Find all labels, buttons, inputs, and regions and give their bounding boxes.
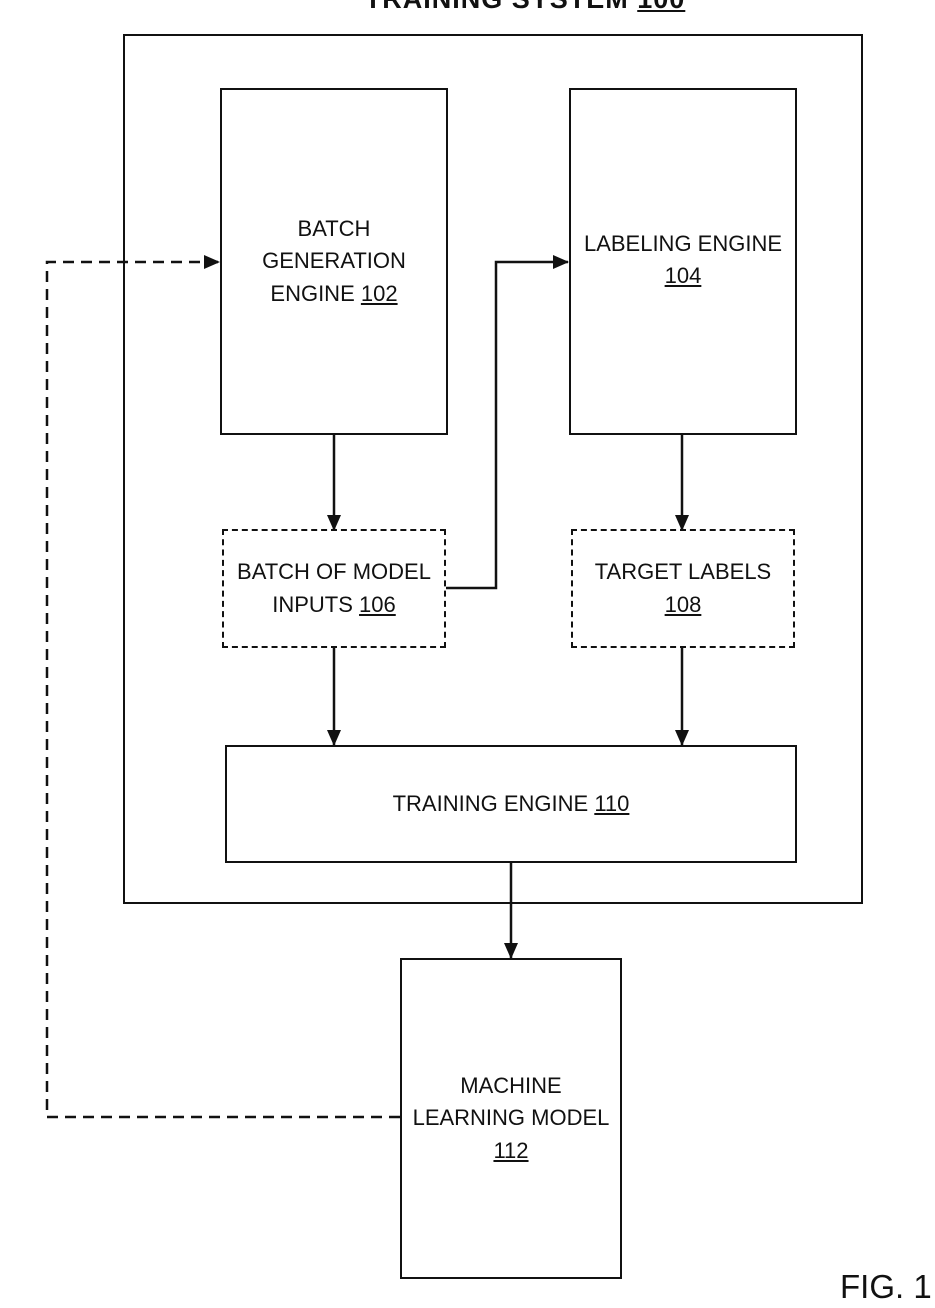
target-labels-line1: TARGET LABELS [595,556,771,588]
title-ref: 100 [637,0,685,14]
figure-label: FIG. 1 [840,1268,932,1306]
labeling-engine-line1: LABELING ENGINE [584,228,782,260]
labeling-engine-box: LABELING ENGINE 104 [569,88,797,435]
labeling-engine-ref: 104 [584,260,782,292]
batch-generation-line3: ENGINE [270,281,354,306]
machine-learning-model-box: MACHINE LEARNING MODEL 112 [400,958,622,1279]
batch-of-model-inputs-label: BATCH OF MODEL INPUTS 106 [237,556,431,620]
training-engine-ref: 110 [594,791,629,816]
machine-learning-model-ref: 112 [413,1135,610,1167]
machine-learning-model-line1: MACHINE [413,1070,610,1102]
machine-learning-model-label: MACHINE LEARNING MODEL 112 [413,1070,610,1166]
batch-of-model-inputs-line1: BATCH OF MODEL [237,556,431,588]
training-engine-label: TRAINING ENGINE 110 [393,788,630,820]
batch-generation-line1: BATCH [262,213,406,245]
target-labels-ref: 108 [595,589,771,621]
labeling-engine-label: LABELING ENGINE 104 [584,228,782,292]
batch-generation-line2: GENERATION [262,245,406,277]
batch-of-model-inputs-line2: INPUTS [272,592,353,617]
title-text: TRAINING SYSTEM [365,0,629,14]
arrow-inputs-to-labeling-engine [446,262,568,588]
batch-generation-engine-box: BATCH GENERATION ENGINE 102 [220,88,448,435]
target-labels-box: TARGET LABELS 108 [571,529,795,648]
batch-generation-engine-label: BATCH GENERATION ENGINE 102 [262,213,406,309]
target-labels-label: TARGET LABELS 108 [595,556,771,620]
batch-of-model-inputs-ref: 106 [359,592,396,617]
batch-of-model-inputs-box: BATCH OF MODEL INPUTS 106 [222,529,446,648]
training-engine-line1: TRAINING ENGINE [393,791,589,816]
diagram-title: TRAINING SYSTEM 100 [340,0,710,15]
batch-generation-ref: 102 [361,281,398,306]
training-engine-box: TRAINING ENGINE 110 [225,745,797,863]
machine-learning-model-line2: LEARNING MODEL [413,1102,610,1134]
